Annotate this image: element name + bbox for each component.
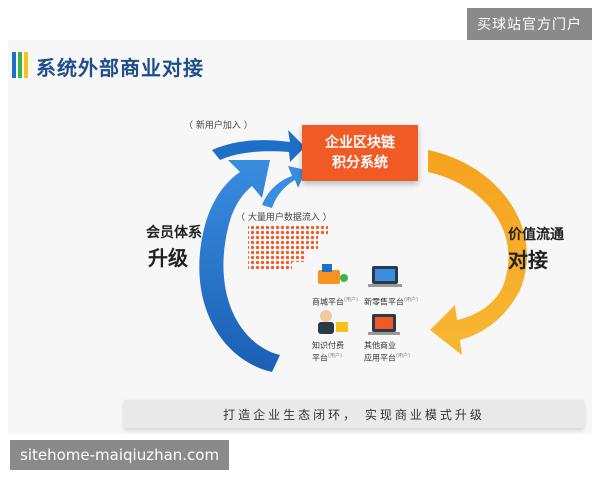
upgrade-label: 升级	[148, 246, 188, 270]
title-bar-blue	[12, 52, 16, 78]
data-inflow-label: （ 大量用户数据流入 ）	[236, 213, 332, 223]
mall-platform-icon	[318, 264, 348, 284]
bottom-slogan: 打造企业生态闭环， 实现商业模式升级	[223, 407, 485, 422]
knowledge-platform-label: 知识付费 平台(用户)	[312, 341, 344, 363]
value-flow-label: 价值流通	[508, 227, 564, 243]
watermark-site-name: 买球站官方门户	[467, 8, 592, 40]
data-inflow-arrow	[262, 166, 306, 208]
docking-label: 对接	[508, 248, 548, 272]
member-upgrade-arrow	[199, 160, 280, 372]
core-system-box: 企业区块链 积分系统	[302, 125, 418, 181]
slide-title: 系统外部商业对接	[36, 56, 204, 80]
title-bar-green	[18, 52, 22, 78]
new-users-label: （ 新用户加入 ）	[184, 121, 253, 131]
bottom-slogan-bar: 打造企业生态闭环， 实现商业模式升级	[124, 400, 584, 428]
title-bar-yellow	[24, 52, 28, 78]
value-flow-arrow	[428, 150, 527, 355]
knowledge-platform-icon	[318, 310, 348, 334]
new-user-arrow	[212, 130, 305, 162]
other-platform-label: 其他商业 应用平台(用户)	[364, 341, 410, 363]
member-system-label: 会员体系	[146, 225, 202, 241]
retail-platform-label: 新零售平台(用户)	[364, 297, 418, 307]
core-line-1: 企业区块链	[325, 135, 395, 151]
watermark-site-url: sitehome-maiqiuzhan.com	[10, 440, 230, 470]
core-line-2: 积分系统	[332, 155, 388, 171]
mall-platform-label: 商城平台(用户)	[312, 297, 358, 307]
user-data-dots	[248, 226, 328, 270]
retail-platform-icon	[368, 266, 402, 287]
other-platform-icon	[368, 314, 400, 335]
